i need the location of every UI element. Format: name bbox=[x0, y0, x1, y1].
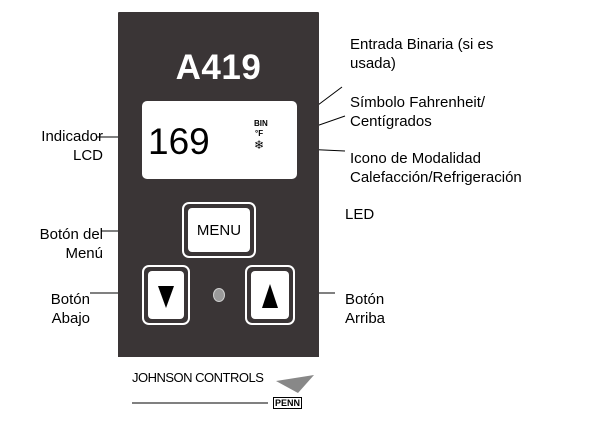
callout-down-line2: Abajo bbox=[51, 310, 90, 327]
callout-menu-line1: Botón del bbox=[39, 226, 103, 243]
arrow-up-icon bbox=[262, 284, 278, 308]
thermostat-panel: A419 169 BIN °F ❄ MENU JOHNSON CONTROLS bbox=[118, 12, 319, 420]
callout-up-button-line2: Arriba bbox=[345, 310, 386, 327]
callout-lcd-line2: LCD bbox=[72, 147, 103, 164]
lcd-display: 169 BIN °F ❄ bbox=[142, 101, 297, 179]
arrow-down-icon bbox=[158, 286, 174, 308]
led-indicator bbox=[213, 288, 225, 302]
callout-lcd-line1: Indicador bbox=[41, 128, 103, 145]
callout-mode-icon-line1: Icono de Modalidad bbox=[350, 150, 481, 167]
callout-binary-input-line1: Entrada Binaria (si es bbox=[350, 36, 494, 53]
callout-menu-line2: Menú bbox=[65, 245, 103, 262]
logo-wordmark: JOHNSON CONTROLS bbox=[132, 370, 264, 385]
callout-binary-input: Entrada Binaria (si es usada) bbox=[350, 35, 493, 73]
down-button[interactable] bbox=[142, 265, 190, 325]
callout-down-button: Botón Abajo bbox=[0, 290, 90, 328]
callout-lcd-indicator: Indicador LCD bbox=[0, 127, 103, 165]
menu-button-face: MENU bbox=[188, 208, 250, 252]
lcd-temperature-value: 169 bbox=[148, 121, 210, 162]
menu-button[interactable]: MENU bbox=[182, 202, 256, 258]
snowflake-icon: ❄ bbox=[254, 138, 265, 152]
callout-binary-input-line2: usada) bbox=[350, 55, 396, 72]
johnson-controls-logo: JOHNSON CONTROLS PENN bbox=[118, 357, 319, 420]
penn-brand-mark: PENN bbox=[273, 397, 303, 409]
up-button-face bbox=[251, 271, 289, 319]
binary-input-symbol: BIN bbox=[254, 119, 268, 128]
callout-temp-unit-symbol: Símbolo Fahrenheit/ Centígrados bbox=[350, 93, 485, 131]
callout-up-button-line1: Botón bbox=[345, 291, 385, 308]
callout-temp-unit-line2: Centígrados bbox=[350, 113, 432, 130]
callout-led: LED bbox=[345, 206, 375, 223]
callout-menu-button: Botón del Menú bbox=[0, 225, 103, 263]
menu-button-label: MENU bbox=[196, 221, 242, 239]
fahrenheit-symbol: °F bbox=[255, 129, 264, 138]
callout-down-line1: Botón bbox=[50, 291, 90, 308]
callout-mode-icon: Icono de Modalidad Calefacción/Refrigera… bbox=[350, 149, 522, 187]
logo-swoosh-icon bbox=[132, 375, 314, 404]
callout-mode-icon-line2: Calefacción/Refrigeración bbox=[350, 169, 522, 186]
callout-up-button: Botón Arriba bbox=[345, 290, 385, 328]
up-button[interactable] bbox=[245, 265, 295, 325]
model-number: A419 bbox=[175, 48, 262, 87]
down-button-face bbox=[148, 271, 184, 319]
callout-temp-unit-line1: Símbolo Fahrenheit/ bbox=[350, 94, 486, 111]
